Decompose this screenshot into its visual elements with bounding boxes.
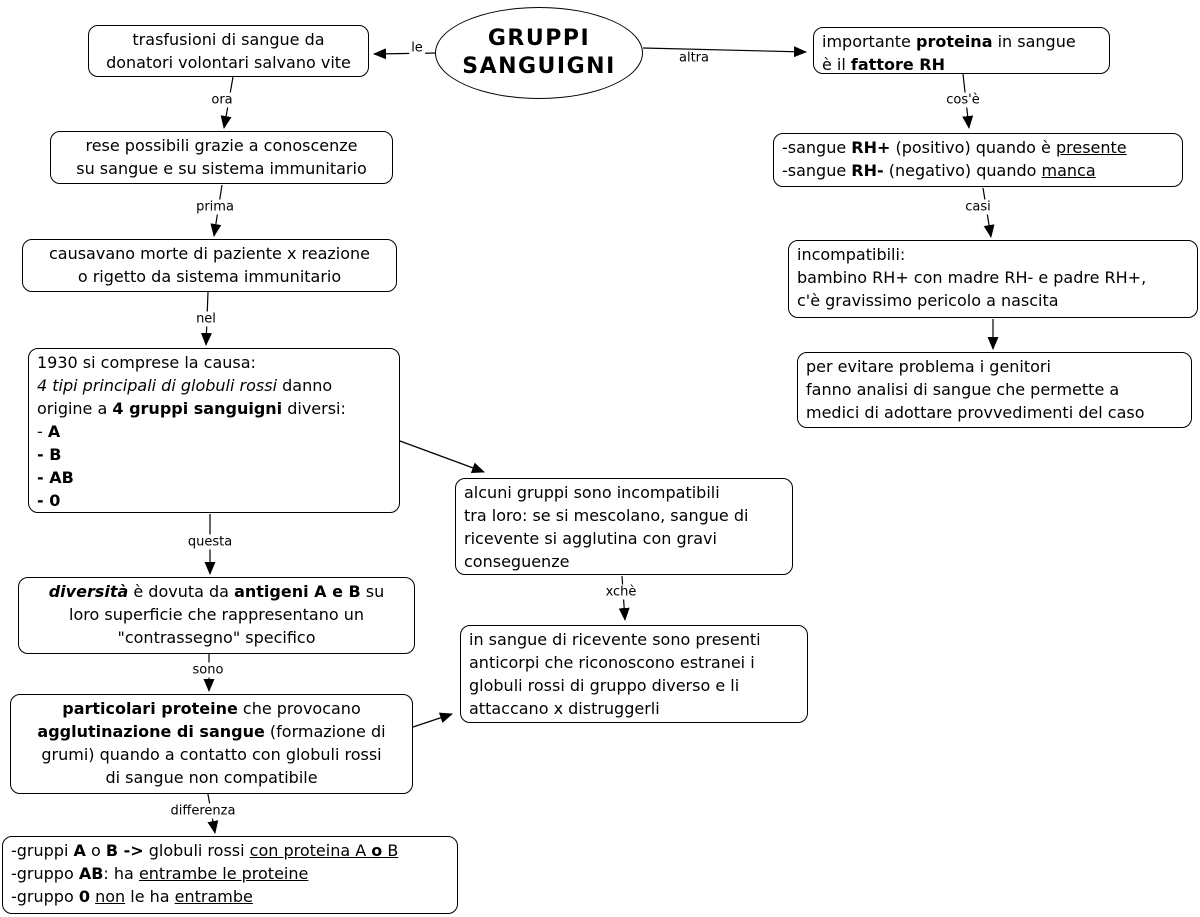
node-text-line: -gruppo AB: ha entrambe le proteine (11, 864, 309, 883)
connector-proteine-anticorpi (412, 712, 453, 728)
connector-label-questa: questa (185, 534, 235, 550)
node-text-line: particolari proteine che provocano (62, 699, 361, 718)
connector-1930-alcuni (399, 440, 485, 474)
node-rh-positivo-negativo: -sangue RH+ (positivo) quando è presente… (773, 133, 1183, 187)
node-particolari-proteine: particolari proteine che provocano agglut… (10, 694, 413, 794)
connector-label-nel: nel (194, 311, 218, 327)
node-text-line: per evitare problema i genitori (806, 357, 1051, 376)
node-text-line: medici di adottare provvedimenti del cas… (806, 403, 1145, 422)
node-text-line: fanno analisi di sangue che permette a (806, 380, 1120, 399)
node-text-line: - 0 (37, 491, 61, 510)
root-node-label: GRUPPI SANGUIGNI (462, 26, 616, 79)
node-text-line: -sangue RH- (negativo) quando manca (782, 161, 1096, 180)
node-text-line: o rigetto da sistema immunitario (77, 267, 342, 286)
connector-label-differenza: differenza (168, 803, 238, 819)
node-rese-possibili: rese possibili grazie a conoscenze su san… (50, 131, 393, 184)
node-text-line: diversità è dovuta da antigeni A e B su (48, 582, 385, 601)
node-1930-causa: 1930 si comprese la causa: 4 tipi princip… (28, 348, 400, 513)
node-text-line: ricevente si agglutina con gravi (464, 529, 717, 548)
node-text-line: agglutinazione di sangue (formazione di (37, 722, 386, 741)
node-alcuni-gruppi-incompatibili: alcuni gruppi sono incompatibili tra loro… (455, 478, 793, 575)
connector-label-casi: casi (963, 199, 993, 215)
node-text-line: conseguenze (464, 552, 570, 571)
node-text-line: - AB (37, 468, 74, 487)
node-text-line: -gruppi A o B -> globuli rossi con prote… (11, 841, 399, 860)
node-text-line: attaccano x distruggerli (469, 699, 660, 718)
node-text-line: rese possibili grazie a conoscenze (85, 136, 358, 155)
node-text-line: di sangue non compatibile (105, 768, 318, 787)
node-text-line: c'è gravissimo pericolo a nascita (797, 291, 1059, 310)
node-text-line: tra loro: se si mescolano, sangue di (464, 506, 749, 525)
node-text-line: grumi) quando a contatto con globuli ros… (41, 745, 382, 764)
node-text-line: trasfusioni di sangue da (132, 30, 325, 49)
node-text-line: -sangue RH+ (positivo) quando è presente (782, 138, 1127, 157)
node-text-line: anticorpi che riconoscono estranei i (469, 653, 755, 672)
node-text-line: - B (37, 445, 62, 464)
node-text-line: globuli rossi di gruppo diverso e li (469, 676, 740, 695)
node-text-line: bambino RH+ con madre RH- e padre RH+, (797, 268, 1147, 287)
node-gruppi-a-b-ab-0: -gruppi A o B -> globuli rossi con prote… (2, 836, 458, 914)
connector-altra (642, 46, 807, 58)
node-text-line: 1930 si comprese la causa: (37, 353, 256, 372)
connector-label-ora: ora (209, 92, 235, 108)
node-incompatibili-rh: incompatibili: bambino RH+ con madre RH- … (788, 240, 1198, 318)
node-text-line: su sangue e su sistema immunitario (76, 159, 367, 178)
connector-label-le: le (409, 40, 425, 56)
node-text-line: è il fattore RH (822, 55, 945, 74)
node-diversita-antigeni: diversità è dovuta da antigeni A e B su l… (18, 577, 415, 654)
node-text-line: "contrassegno" specifico (117, 628, 316, 647)
connector-label-cose: cos'è (944, 92, 982, 108)
node-text-line: donatori volontari salvano vite (106, 53, 351, 72)
node-text-line: alcuni gruppi sono incompatibili (464, 483, 720, 502)
node-evitare-problema: per evitare problema i genitori fanno ana… (797, 352, 1192, 428)
connector-label-xche: xchè (603, 584, 639, 600)
node-causavano-morte: causavano morte di paziente x reazione o … (22, 239, 397, 292)
connector-label-prima: prima (194, 199, 236, 215)
connector-label-sono: sono (190, 662, 226, 678)
node-text-line: loro superficie che rappresentano un (69, 605, 364, 624)
node-text-line: - A (37, 422, 61, 441)
root-node-gruppi-sanguigni: GRUPPI SANGUIGNI (435, 7, 643, 99)
connector-label-altra: altra (677, 50, 711, 66)
node-trasfusioni: trasfusioni di sangue da donatori volonta… (88, 25, 369, 77)
node-text-line: importante proteina in sangue (822, 32, 1076, 51)
node-text-line: -gruppo 0 non le ha entrambe (11, 887, 253, 906)
node-anticorpi-ricevente: in sangue di ricevente sono presenti anti… (460, 625, 808, 723)
node-fattore-rh: importante proteina in sangue è il fattor… (813, 27, 1110, 74)
node-text-line: 4 tipi principali di globuli rossi danno (37, 376, 333, 395)
node-text-line: causavano morte di paziente x reazione (48, 244, 371, 263)
node-text-line: in sangue di ricevente sono presenti (469, 630, 761, 649)
connector-le (373, 48, 439, 60)
node-text-line: origine a 4 gruppi sanguigni diversi: (37, 399, 346, 418)
node-text-line: incompatibili: (797, 245, 906, 264)
